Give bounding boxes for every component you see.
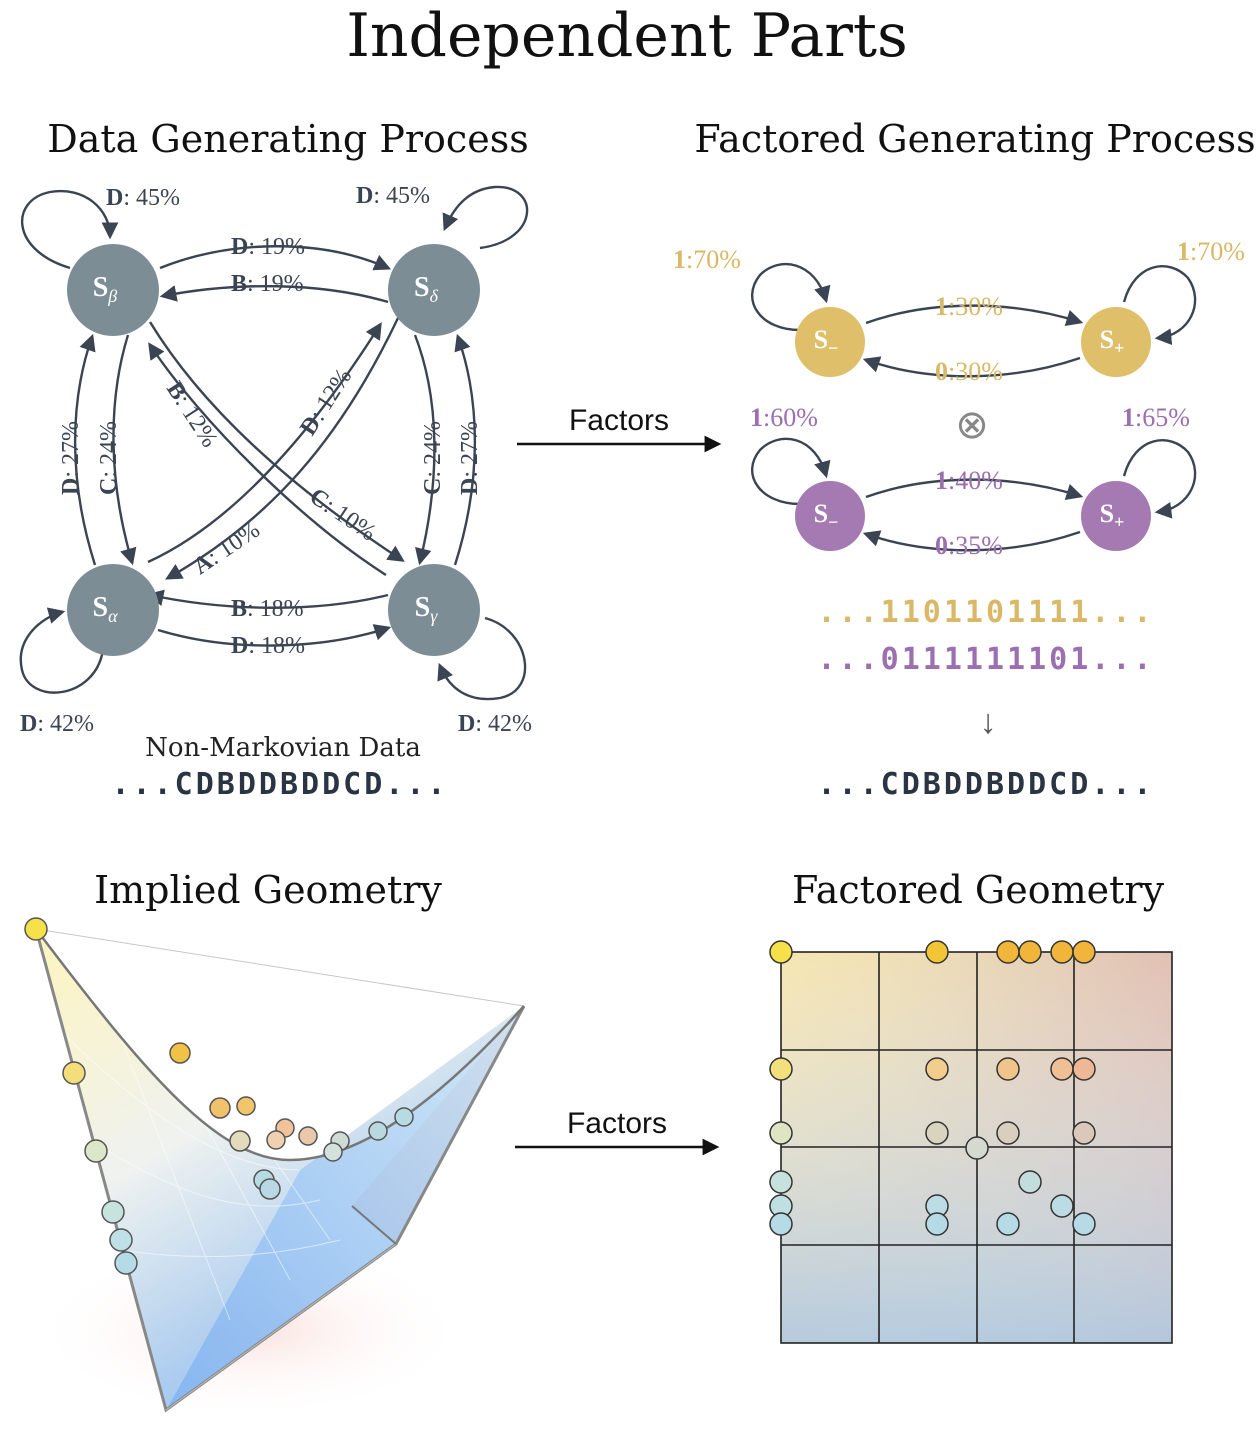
edge-alpha-beta: [73, 333, 97, 566]
state-s-gamma: [388, 564, 480, 656]
edge-delta-self: [442, 185, 529, 250]
gold-state-minus: [795, 307, 865, 377]
state-s-alpha: [67, 564, 159, 656]
svg-text:S−: S−: [814, 325, 839, 358]
edge-beta-self: [20, 189, 119, 270]
edge-alpha-delta: [147, 322, 382, 564]
edge-delta-gamma: [413, 334, 436, 566]
label-delta-beta: B: 19%: [231, 271, 304, 297]
state-s-beta-label: Sβ: [93, 272, 118, 306]
factors-arrow-bottom: Factors: [515, 1107, 720, 1156]
label-beta-delta: D: 19%: [231, 234, 305, 260]
purple-state-plus: [1081, 481, 1151, 551]
label-beta-alpha: C: 24%: [96, 421, 122, 495]
gold-sequence: ...1101101111...: [818, 595, 1155, 630]
edge-delta-alpha: [165, 317, 400, 580]
gold-plus-minus-label: 0:30%: [935, 357, 1003, 386]
gold-plus-self-label: 1:70%: [1177, 237, 1245, 266]
edge-gamma-alpha: [146, 589, 389, 609]
factors-arrow-top: Factors: [517, 404, 722, 453]
label-gamma-self: D: 42%: [458, 711, 532, 737]
label-alpha-self: D: 42%: [20, 711, 94, 737]
label-beta-self: D: 45%: [106, 185, 180, 211]
gold-minus-plus-label: 1:30%: [935, 292, 1003, 321]
edge-gamma-self: [437, 616, 527, 701]
purple-plus-self-label: 1:65%: [1122, 403, 1190, 432]
edge-delta-beta: [159, 284, 389, 304]
implied-geometry-title: Implied Geometry: [94, 868, 442, 912]
factored-geometry-title: Factored Geometry: [792, 868, 1165, 912]
state-s-delta-label: Sδ: [414, 272, 439, 306]
label-gamma-beta: B: 12%: [161, 377, 222, 452]
label-delta-self: D: 45%: [356, 183, 430, 209]
label-alpha-delta: D: 12%: [295, 364, 357, 440]
state-s-alpha-label: Sα: [92, 592, 118, 626]
edge-alpha-gamma: [157, 624, 392, 647]
factors-label-top: Factors: [569, 404, 669, 437]
edge-beta-gamma: [148, 321, 405, 562]
dgp-diagram: [19, 185, 529, 701]
edge-alpha-self: [19, 607, 105, 694]
figure-title: Independent Parts: [346, 1, 908, 71]
svg-text:S+: S+: [1100, 325, 1125, 358]
tensor-product-symbol: ⊗: [955, 403, 989, 447]
purple-state-minus: [795, 481, 865, 551]
factors-label-bottom: Factors: [567, 1107, 667, 1140]
fgp-purple-machine: S− S+ 1:60% 1:65% 1:40% 0:35%: [750, 403, 1197, 560]
label-alpha-gamma: D: 18%: [231, 633, 305, 659]
non-markovian-label: Non-Markovian Data: [145, 733, 421, 763]
implied-geometry-plot: [24, 917, 526, 1420]
combined-sequence: ...CDBDDBDDCD...: [818, 767, 1155, 802]
edge-gamma-beta: [148, 342, 387, 577]
down-arrow-icon: ↓: [980, 703, 997, 741]
gold-state-plus: [1081, 307, 1151, 377]
fgp-title: Factored Generating Process: [694, 117, 1255, 161]
svg-text:S−: S−: [814, 499, 839, 532]
edge-beta-alpha: [112, 334, 137, 566]
gold-minus-self-label: 1:70%: [673, 245, 741, 274]
fgp-gold-machine: S− S+ 1:70% 1:70% 1:30% 0:30%: [673, 237, 1245, 386]
purple-sequence: ...0111111101...: [818, 642, 1155, 677]
purple-minus-plus-label: 1:40%: [935, 466, 1003, 495]
state-s-delta: [388, 244, 480, 336]
dgp-sequence: ...CDBDDBDDCD...: [112, 767, 449, 802]
label-beta-gamma: C: 10%: [305, 483, 381, 546]
label-delta-alpha: A: 10%: [189, 517, 265, 580]
edge-beta-delta: [159, 245, 392, 271]
label-gamma-alpha: B: 18%: [231, 596, 304, 622]
purple-plus-minus-label: 0:35%: [935, 531, 1003, 560]
factored-geometry-plot: [769, 940, 1173, 1344]
edge-gamma-delta: [453, 333, 477, 566]
label-delta-gamma: C: 24%: [420, 421, 446, 495]
label-gamma-delta: D: 27%: [457, 421, 483, 495]
purple-minus-self-label: 1:60%: [750, 403, 818, 432]
svg-text:S+: S+: [1100, 499, 1125, 532]
dgp-title: Data Generating Process: [47, 117, 528, 161]
state-s-beta: [67, 244, 159, 336]
state-s-gamma-label: Sγ: [415, 592, 439, 626]
dgp-states: Sβ Sδ Sα Sγ: [67, 244, 480, 656]
label-alpha-beta: D: 27%: [58, 421, 84, 495]
